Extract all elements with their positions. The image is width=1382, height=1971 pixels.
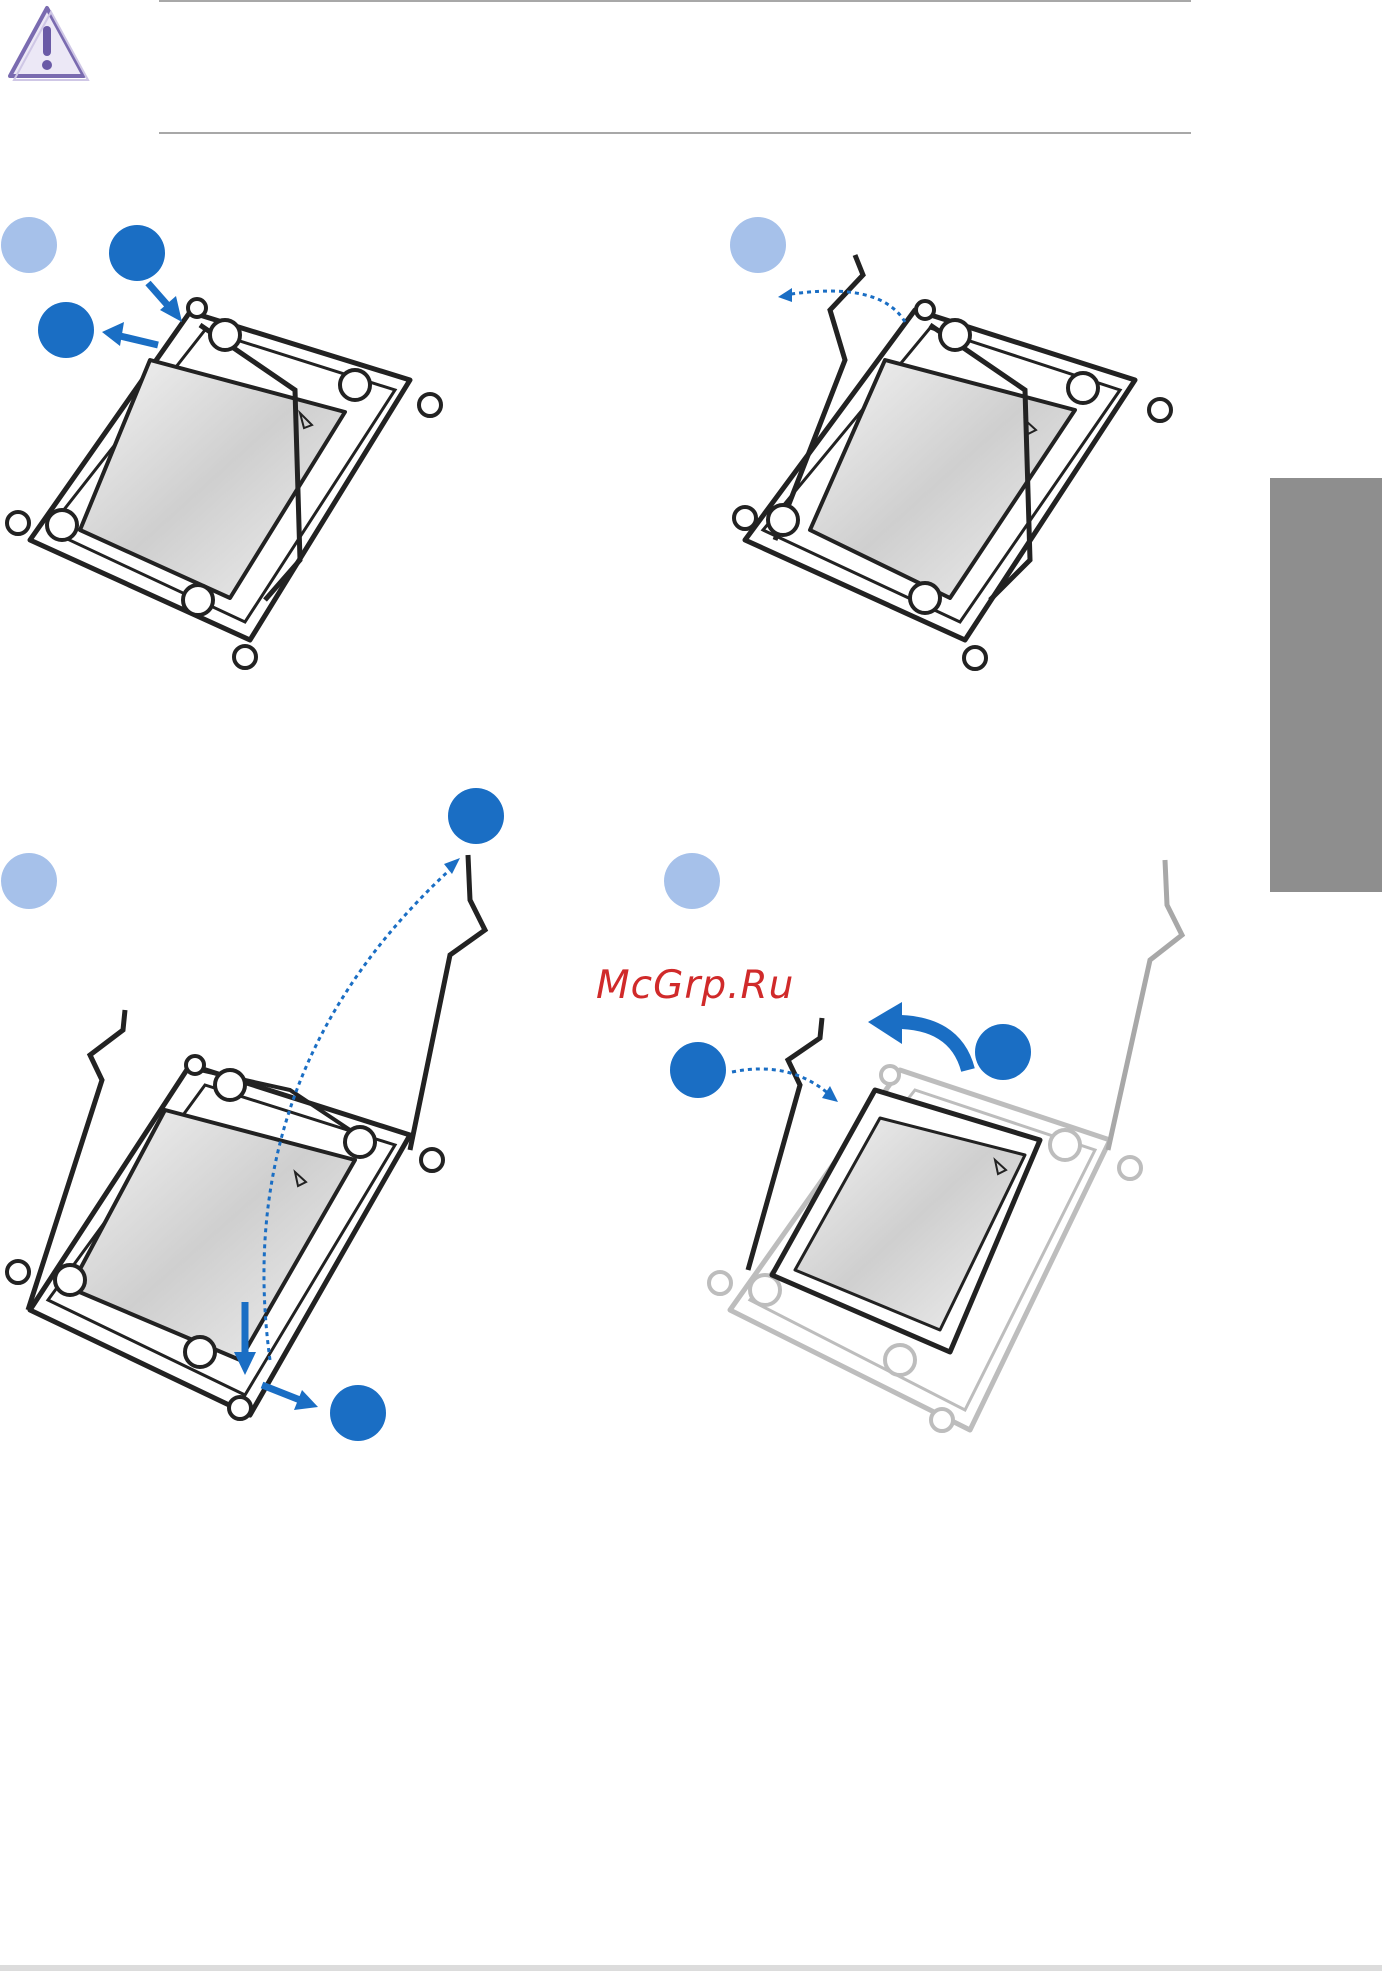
step-a-socket-illustration bbox=[0, 0, 460, 700]
step-c-marker-1 bbox=[448, 788, 504, 844]
page-bottom-bar bbox=[0, 1965, 1382, 1971]
step-b-socket-illustration bbox=[720, 240, 1190, 680]
step-d-socket-illustration bbox=[690, 850, 1210, 1450]
chapter-side-tab bbox=[1270, 478, 1382, 892]
step-c-socket-illustration bbox=[0, 840, 500, 1440]
